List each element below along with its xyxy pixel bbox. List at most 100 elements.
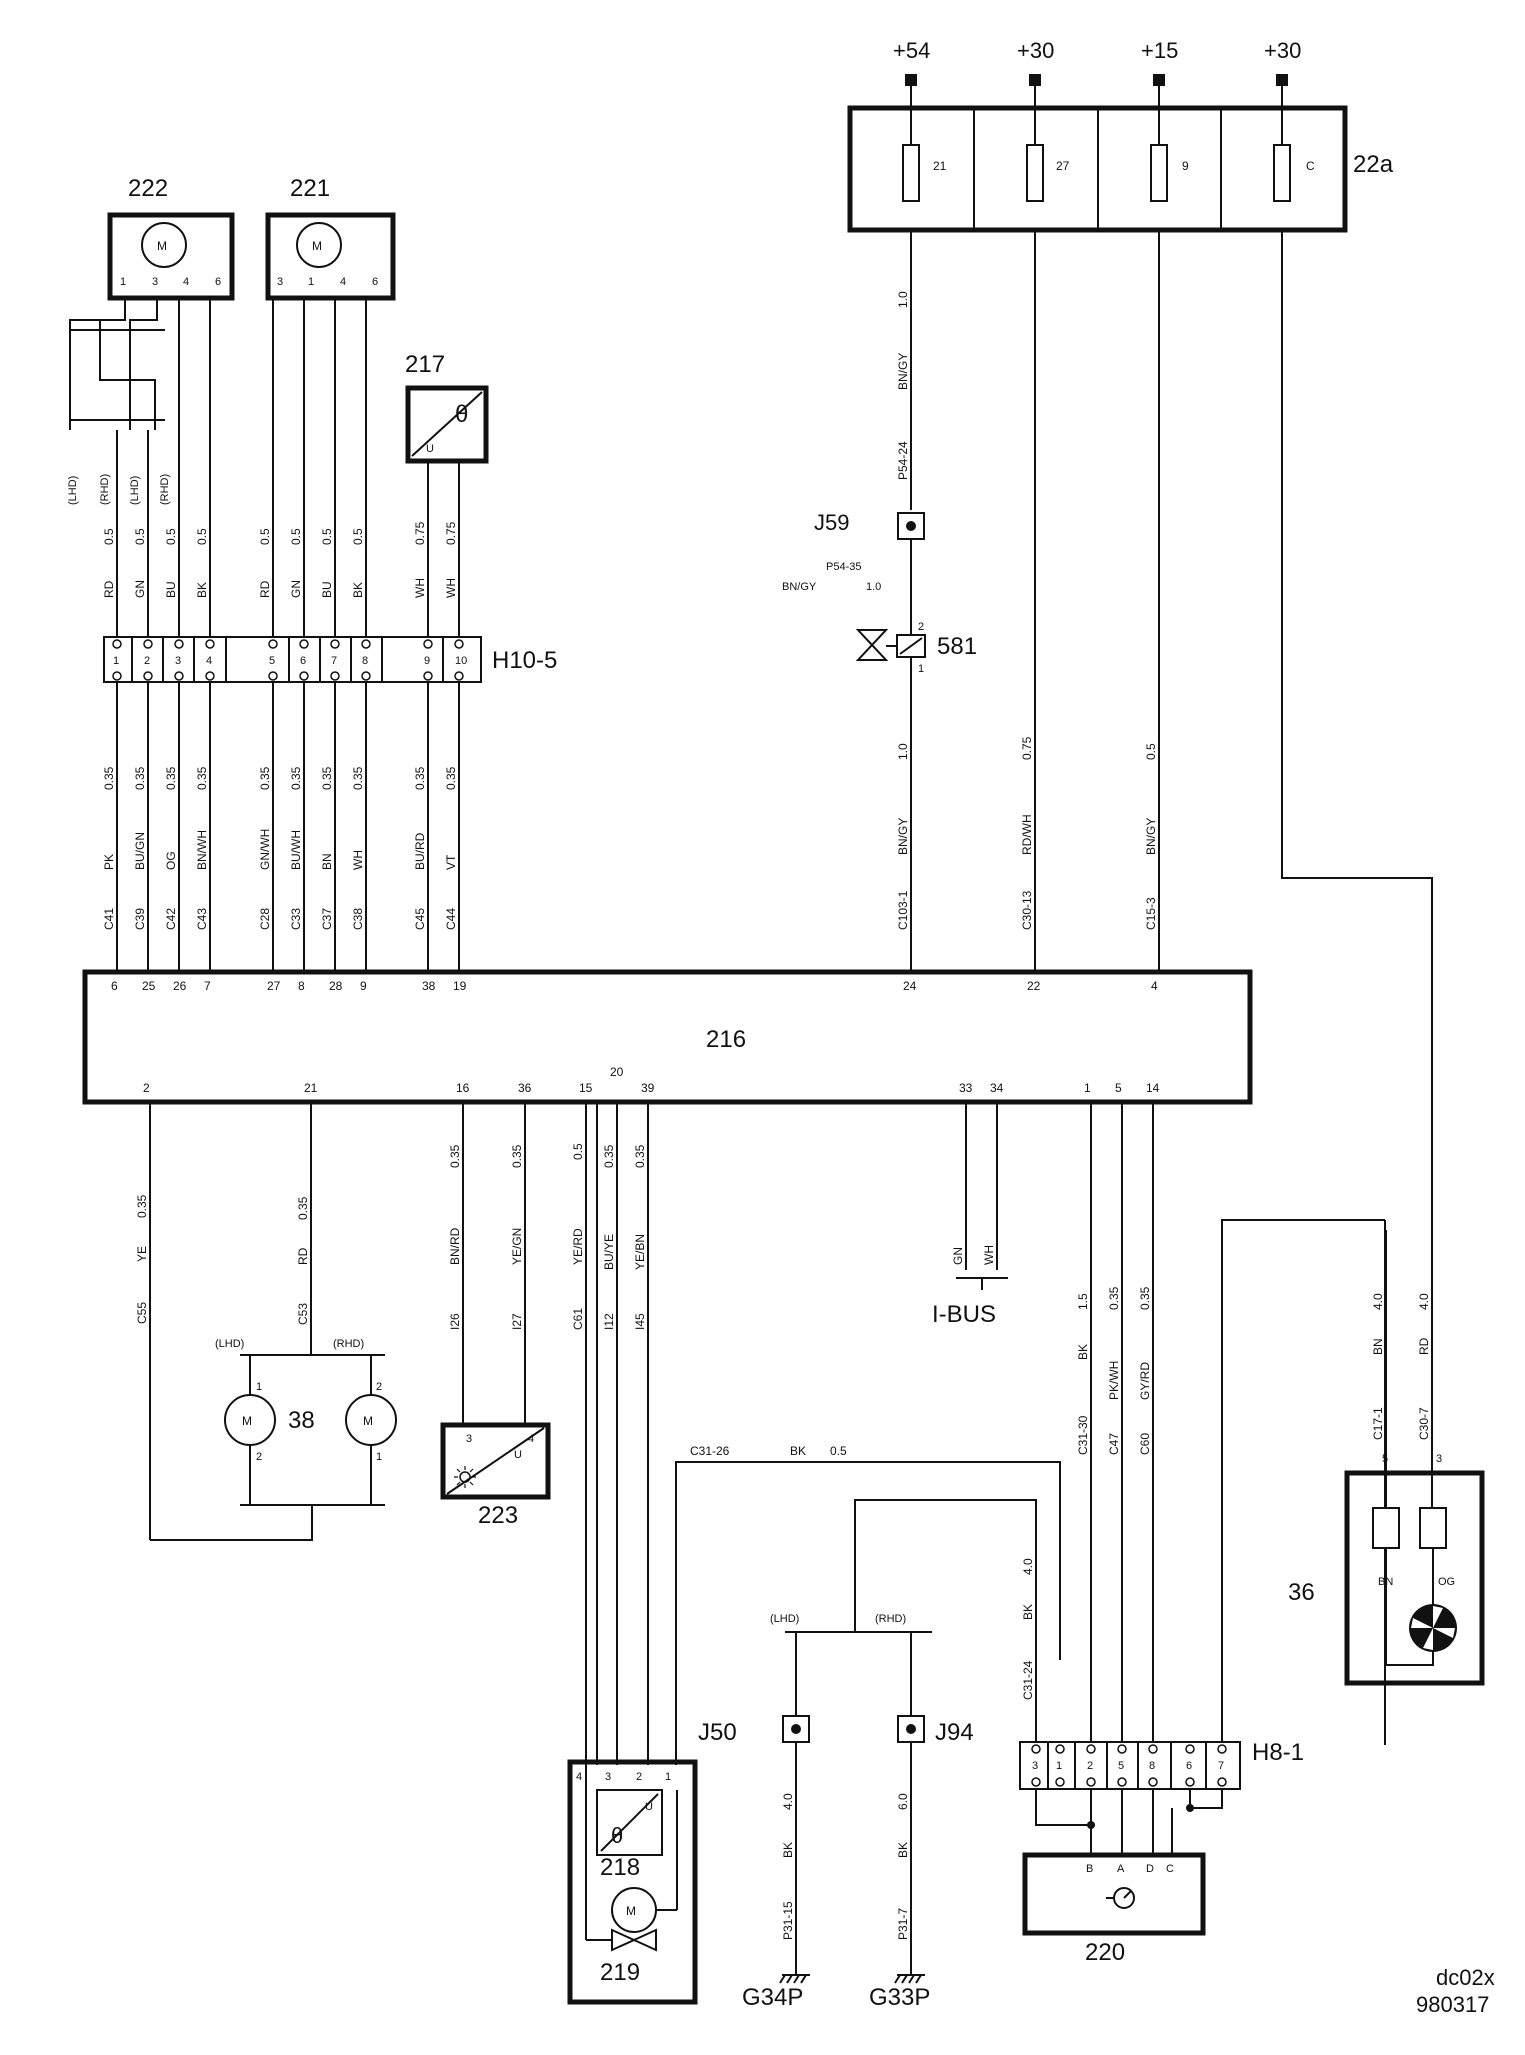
svg-text:1: 1 <box>120 276 126 288</box>
pin-dot <box>1086 1777 1096 1787</box>
ecu-pin-number: 33 <box>959 1081 973 1095</box>
fusebox-22a: +54 +30 +15 +30 21 27 9 C 22a <box>847 38 1394 233</box>
ecu-pin-number: 26 <box>173 979 187 993</box>
svg-text:1.0: 1.0 <box>866 581 881 593</box>
pin-dot <box>205 639 215 649</box>
svg-text:0.35: 0.35 <box>1107 1286 1121 1310</box>
svg-text:A: A <box>1117 1863 1125 1875</box>
pin-dot <box>454 671 464 681</box>
svg-text:4: 4 <box>340 276 346 288</box>
ecu-pin-number: 24 <box>903 979 917 993</box>
footer-code: dc02x <box>1436 1965 1495 1990</box>
unit-36-id: 36 <box>1288 1579 1315 1606</box>
ecu-right-wires <box>1034 230 1433 1530</box>
wires-to-h8: 1.5 BK C31-30 0.35 PK/WH C47 0.35 GY/RD … <box>690 1102 1386 1745</box>
connector-h8-1-id: H8-1 <box>1252 1739 1304 1766</box>
svg-text:OG: OG <box>1438 1576 1455 1588</box>
connector-pin-number: 8 <box>1149 1760 1155 1772</box>
svg-text:M: M <box>626 1904 636 1918</box>
ecu-pin-number: 28 <box>329 979 343 993</box>
wire-color-label: BN/GY <box>896 818 910 855</box>
wire-size-label: 0.5 <box>351 528 365 545</box>
wire-size-label: 0.5 <box>102 528 116 545</box>
ecu-pin-number: 6 <box>111 979 118 993</box>
ecu-216: 216 <box>82 969 1253 1105</box>
svg-text:C47: C47 <box>1107 1433 1121 1455</box>
svg-text:RD: RD <box>1417 1337 1431 1355</box>
wire-color-label: WH <box>413 578 427 598</box>
svg-text:U: U <box>514 1449 522 1461</box>
wire-color-label: BK <box>351 582 365 598</box>
wire-size-label: 0.5 <box>320 528 334 545</box>
ecu-pin-number: 14 <box>1146 1081 1160 1095</box>
svg-text:M: M <box>363 1414 373 1428</box>
svg-text:1.0: 1.0 <box>896 291 910 308</box>
wire-color-label: VT <box>444 854 458 870</box>
svg-text:RD: RD <box>296 1247 310 1265</box>
wire-size-label: 0.5 <box>195 528 209 545</box>
svg-text:C30-7: C30-7 <box>1417 1407 1431 1440</box>
svg-text:3: 3 <box>466 1433 472 1445</box>
wire-color-label: GN <box>133 580 147 598</box>
pin-dot <box>361 671 371 681</box>
motor-38: M M 38 (LHD) (RHD) 1 2 2 1 0.35 YE C55 0… <box>135 1102 397 1541</box>
svg-text:M: M <box>157 239 167 253</box>
wires-to-h10 <box>116 298 460 640</box>
ecu-right-labels: 1.0BN/GYC103-1240.75RD/WHC30-13220.5BN/G… <box>896 736 1158 993</box>
ecu-pin-number: 25 <box>142 979 156 993</box>
wire-size-label: 0.35 <box>320 766 334 790</box>
svg-text:3: 3 <box>277 276 283 288</box>
svg-text:(RHD): (RHD) <box>159 474 171 505</box>
wire-code-label: C45 <box>413 908 427 930</box>
svg-text:BN/GY: BN/GY <box>782 581 817 593</box>
sensor-217-id: 217 <box>405 351 445 378</box>
connector-pin-number: 7 <box>331 655 337 667</box>
unit-220: B A D C 220 <box>1022 1789 1223 1966</box>
svg-text:0.35: 0.35 <box>296 1196 310 1220</box>
wire-code-label: C30-13 <box>1020 890 1034 930</box>
pin-dot <box>174 639 184 649</box>
ecu-pin-number: 27 <box>267 979 281 993</box>
pin-dot <box>1185 1744 1195 1754</box>
svg-text:1: 1 <box>376 1451 382 1463</box>
wire-size-label: 0.75 <box>1020 736 1034 760</box>
svg-text:0.35: 0.35 <box>602 1144 616 1168</box>
connector-pin-number: 8 <box>362 655 368 667</box>
svg-text:C61: C61 <box>571 1308 585 1330</box>
svg-text:I12: I12 <box>602 1313 616 1330</box>
svg-text:I27: I27 <box>510 1313 524 1330</box>
pin-dot <box>112 639 122 649</box>
wire-size-label: 0.75 <box>444 521 458 545</box>
svg-text:BU/YE: BU/YE <box>602 1234 616 1270</box>
pin-dot <box>143 639 153 649</box>
wire-color-label: OG <box>164 851 178 870</box>
svg-text:P54-35: P54-35 <box>826 561 861 573</box>
svg-text:2: 2 <box>376 1381 382 1393</box>
supply-label-1: +54 <box>893 38 930 63</box>
svg-text:(RHD): (RHD) <box>875 1613 906 1625</box>
pin-dot <box>361 639 371 649</box>
ibus: GN WH I-BUS <box>932 1102 1008 1328</box>
wire-code-label: C44 <box>444 908 458 930</box>
fuse-label-27: 27 <box>1056 159 1070 173</box>
svg-text:BN: BN <box>1378 1576 1393 1588</box>
wire-code-label: C37 <box>320 908 334 930</box>
fuse-label-21: 21 <box>933 159 947 173</box>
wire-size-label: 0.35 <box>413 766 427 790</box>
ecu-pin-number: 16 <box>456 1081 470 1095</box>
wire-size-label: 0.5 <box>1144 743 1158 760</box>
pin-dot <box>1185 1777 1195 1787</box>
svg-text:3: 3 <box>152 276 158 288</box>
motor-219 <box>611 1887 657 1933</box>
svg-text:U: U <box>426 443 434 455</box>
svg-text:P54-24: P54-24 <box>896 441 910 480</box>
wire-code-label: C42 <box>164 908 178 930</box>
svg-text:GN: GN <box>951 1247 965 1265</box>
fuse21-wire: 1.0 BN/GY P54-24 <box>896 230 912 510</box>
ecu-pin-number: 7 <box>204 979 211 993</box>
svg-text:4.0: 4.0 <box>781 1793 795 1810</box>
wire-size-label: 0.35 <box>258 766 272 790</box>
svg-text:I26: I26 <box>448 1313 462 1330</box>
